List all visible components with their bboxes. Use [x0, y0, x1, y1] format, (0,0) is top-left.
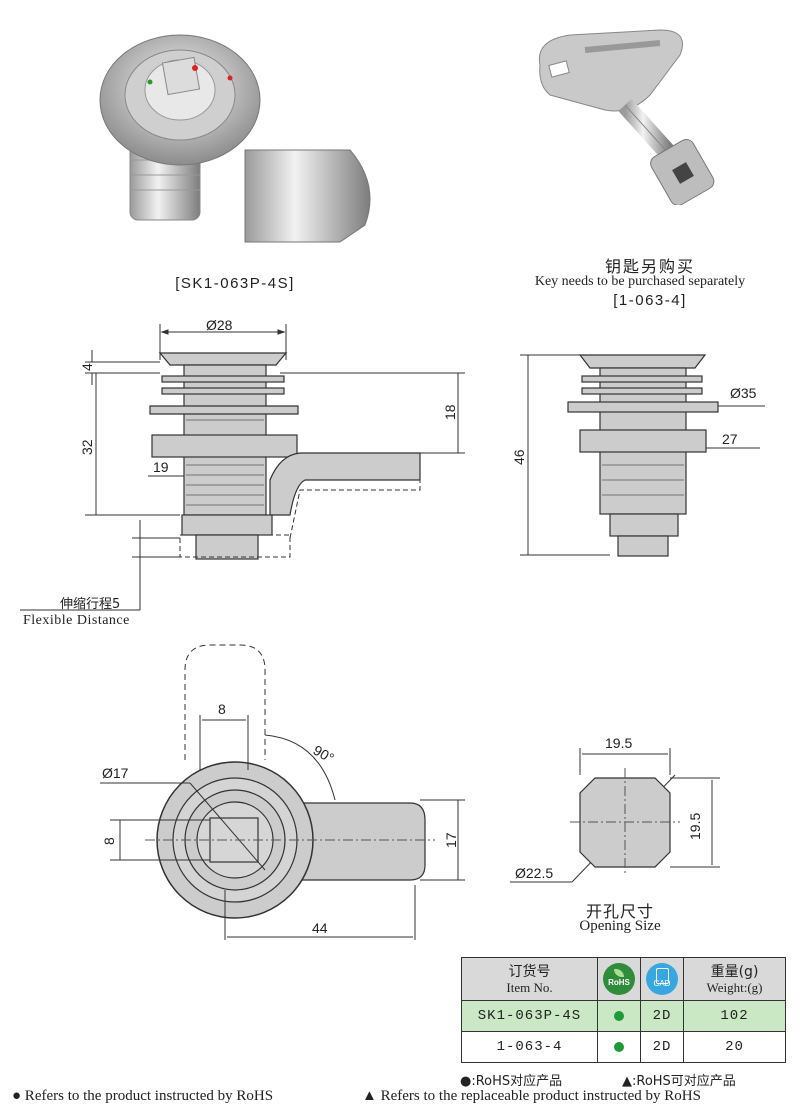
key-photo — [538, 29, 715, 205]
key-caption-code: [1-063-4] — [613, 292, 687, 309]
front-view-drawing: Ø35 46 27 — [511, 354, 765, 557]
dim-d17a: Ø17 — [102, 765, 129, 781]
key-caption-en: Key needs to be purchased separately — [534, 274, 746, 289]
dim-d46: 46 — [511, 449, 527, 465]
cam-lock-photo — [99, 34, 371, 243]
cell-item: 1-063-4 — [461, 1031, 598, 1063]
cell-weight: 20 — [683, 1031, 786, 1063]
rohs-dot-icon — [614, 1042, 624, 1052]
dim-d17b: 17 — [443, 832, 459, 848]
header-rohs: RoHS — [597, 957, 641, 1001]
opening-width: 19.5 — [605, 735, 632, 751]
dim-d18: 18 — [442, 404, 458, 420]
cell-item: SK1-063P-4S — [461, 1000, 598, 1032]
legend-en-tri: ▲ Refers to the replaceable product inst… — [362, 1088, 701, 1104]
dim-d44: 44 — [312, 920, 328, 936]
dim-d19: 19 — [153, 459, 169, 475]
product-caption: [SK1-063P-4S] — [175, 275, 295, 292]
rohs-icon: RoHS — [603, 963, 635, 995]
cell-cad: 2D — [640, 1031, 684, 1063]
opening-height: 19.5 — [687, 813, 703, 840]
dim-d4: 4 — [79, 363, 95, 371]
flexible-en: Flexible Distance — [23, 613, 130, 628]
table-row: SK1-063P-4S 2D 102 — [461, 1000, 786, 1032]
legend-cn-tri: ▲:RoHS可对应产品 — [622, 1074, 736, 1089]
cell-rohs — [597, 1031, 641, 1063]
rohs-dot-icon — [614, 1011, 624, 1021]
opening-size-drawing: 19.5 19.5 Ø22.5 — [510, 735, 720, 883]
table-row: 1-063-4 2D 20 — [461, 1031, 786, 1063]
opening-caption-en: Opening Size — [579, 918, 661, 934]
key-caption-cn: 钥匙另购买 — [604, 257, 695, 276]
cad-icon: CAD — [646, 963, 678, 995]
dim-d27: 27 — [722, 431, 738, 447]
legend-en-dot: ● Refers to the product instructed by Ro… — [12, 1088, 274, 1104]
flexible-cn: 伸缩行程5 — [60, 597, 121, 612]
dim-d90: 90° — [311, 742, 337, 766]
opening-caption-cn: 开孔尺寸 — [585, 902, 654, 921]
cell-weight: 102 — [683, 1000, 786, 1032]
header-cad: CAD — [640, 957, 684, 1001]
legend-cn-dot: ●:RoHS对应产品 — [460, 1074, 563, 1089]
cell-rohs — [597, 1000, 641, 1032]
cell-cad: 2D — [640, 1000, 684, 1032]
dim-d8a: 8 — [218, 701, 226, 717]
top-view-drawing: 8 90° Ø17 8 17 44 — [100, 644, 465, 940]
header-item-no: 订货号 Item No. — [461, 957, 598, 1001]
dim-d8b: 8 — [101, 837, 117, 845]
dim-d28: Ø28 — [206, 317, 233, 333]
opening-diameter: Ø22.5 — [515, 865, 553, 881]
dim-d35: Ø35 — [730, 385, 757, 401]
spec-table: 订货号 Item No. RoHS CAD 重量(g) Weight:(g) S… — [461, 957, 786, 1063]
header-weight: 重量(g) Weight:(g) — [683, 957, 786, 1001]
side-view-drawing: Ø28 4 32 18 19 — [20, 317, 465, 611]
dim-d32: 32 — [79, 439, 95, 455]
table-header-row: 订货号 Item No. RoHS CAD 重量(g) Weight:(g) — [461, 957, 786, 1001]
